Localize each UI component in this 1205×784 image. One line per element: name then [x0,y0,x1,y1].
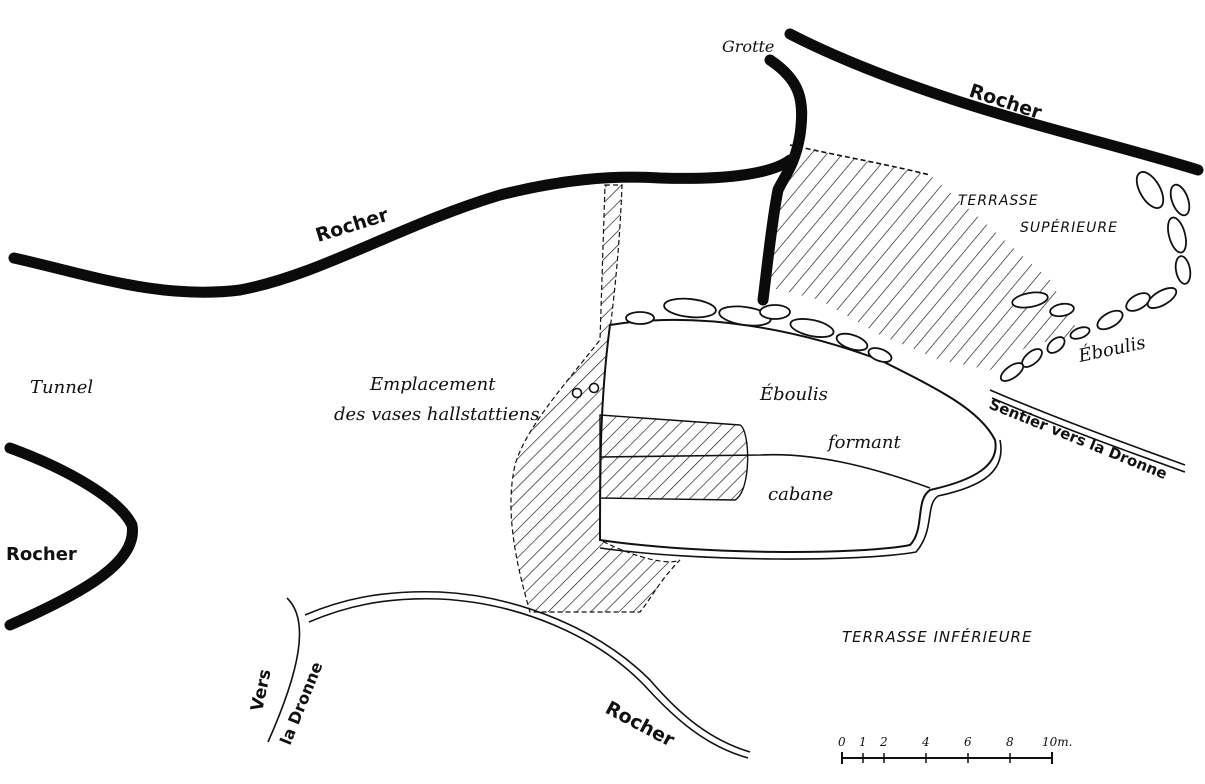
rock-top-right [784,28,1204,176]
label-sentier: Sentier vers la Dronne [987,395,1170,483]
label-terrasse-inf: TERRASSE INFÉRIEURE [842,627,1032,646]
vase-mark [571,387,583,399]
scale-tick-label: 1 [859,735,867,749]
label-eboulis-center: Éboulis [759,382,828,405]
label-rocher-bottom: Rocher [602,697,679,752]
label-terrasse-sup-2: SUPÉRIEURE [1020,219,1118,236]
label-formant: formant [826,432,901,453]
upper-terrace-hatch [760,145,1080,370]
scale-tick-label: 2 [879,735,888,749]
label-cabane: cabane [768,484,833,505]
scale-tick-label: 8 [1006,735,1014,749]
vase-mark [588,382,600,394]
scale-tick-label: 6 [964,735,972,749]
label-terrasse-sup-1: TERRASSE [958,193,1039,209]
scale-tick-label: 10m. [1042,735,1072,749]
scale-tick-label: 0 [838,735,846,749]
scale-bar: 0 1 2 4 6 8 10m. [838,735,1072,764]
road-curve [304,590,751,753]
vase-location-hatch [510,184,681,613]
hut-inner-line [599,453,931,489]
label-vers: Vers [247,668,275,714]
rock-left [4,442,138,631]
upper-terrace-edge [789,144,931,176]
rock-upper-left [8,154,796,298]
scree-stones [625,297,893,363]
label-emplacement: Emplacement [369,374,496,395]
label-grotte: Grotte [722,37,774,56]
hut-inner-hatch [599,414,749,501]
label-vases: des vases hallstattiens [334,404,540,425]
scale-tick-label: 4 [921,735,930,749]
path-to-dronne-right-2 [991,397,1186,473]
label-tunnel: Tunnel [30,377,93,398]
right-scree-stones [999,171,1192,382]
path-to-dronne-left [267,597,301,743]
path-to-dronne-right [989,389,1186,466]
road-curve-2 [308,597,749,759]
label-rocher-left: Rocher [6,544,77,565]
hut-outline-double [599,439,1002,560]
